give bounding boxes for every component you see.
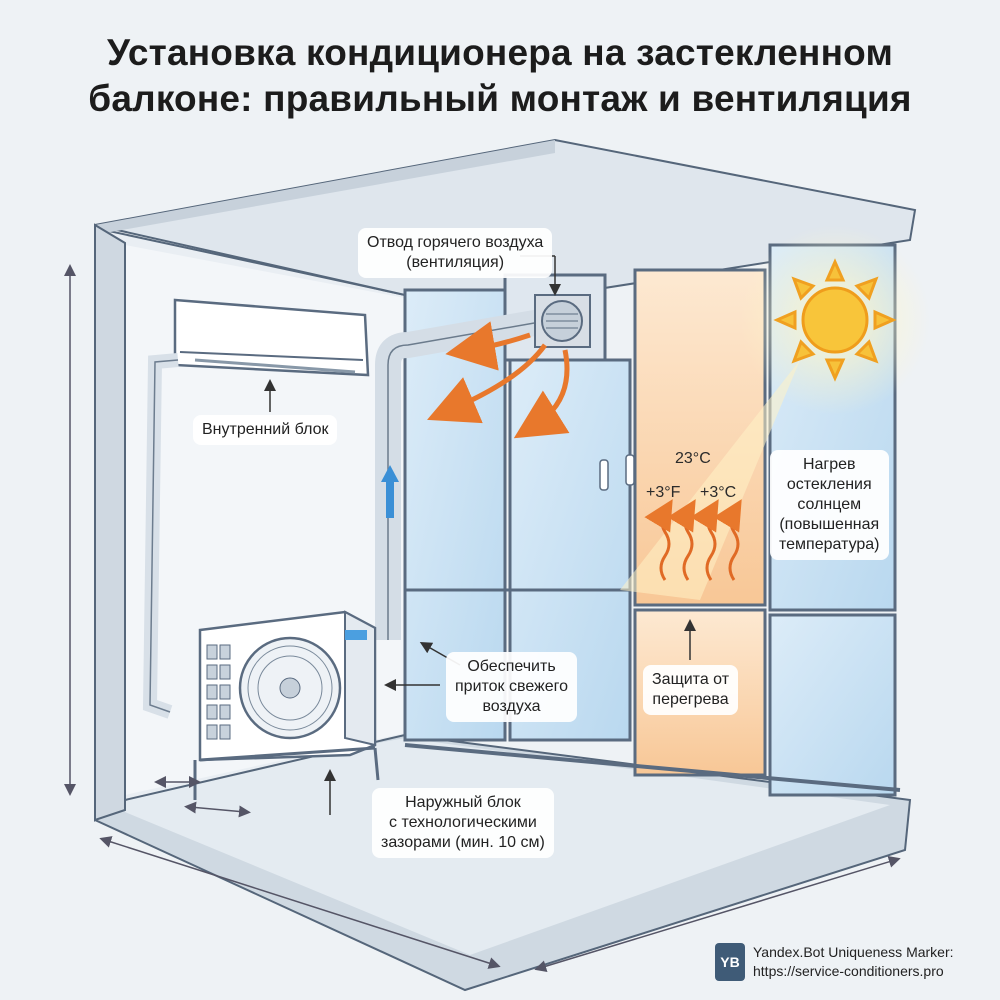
- page-title: Установка кондиционера на застекленном б…: [0, 30, 1000, 122]
- temperature-delta-f: +3°F: [646, 484, 681, 501]
- temperature-delta-c: +3°C: [700, 484, 737, 501]
- watermark-line-2: https://service-conditioners.pro: [753, 963, 944, 979]
- watermark-text: Yandex.Bot Uniqueness Marker: https://se…: [753, 943, 954, 981]
- vent-label-line-2: (вентиляция): [406, 254, 505, 271]
- overheat-line-2: перегрева: [652, 691, 729, 708]
- fresh-air-line-3: воздуха: [482, 698, 541, 715]
- solar-line-2: остекления: [786, 476, 872, 493]
- indoor-unit: [173, 298, 370, 377]
- vent-grille-icon: [534, 294, 591, 348]
- solar-line-4: (повышенная: [779, 516, 880, 533]
- watermark: YB Yandex.Bot Uniqueness Marker: https:/…: [715, 943, 995, 983]
- indoor-unit-label: Внутренний блок: [193, 415, 338, 445]
- vent-label: Отвод горячего воздуха (вентиляция): [358, 228, 553, 278]
- outdoor-unit-label: Наружный блок с технологическими зазорам…: [372, 788, 554, 858]
- outdoor-line-2: с технологическими: [389, 814, 537, 831]
- sun-icon: [773, 258, 897, 382]
- overheat-line-1: Защита от: [652, 671, 730, 688]
- fan-icon: [238, 636, 342, 740]
- watermark-logo: YB: [715, 943, 745, 981]
- title-line-1: Установка кондиционера на застекленном: [106, 32, 894, 73]
- exhaust-duct: [375, 309, 543, 640]
- solar-heat-label: Нагрев остекления солнцем (повышенная те…: [770, 450, 889, 560]
- vent-label-line-1: Отвод горячего воздуха: [367, 234, 544, 251]
- solar-line-5: температура): [779, 536, 880, 553]
- watermark-line-1: Yandex.Bot Uniqueness Marker:: [753, 944, 954, 960]
- heat-wave-icon: [644, 499, 742, 581]
- fresh-air-line-2: приток свежего: [455, 678, 569, 695]
- outdoor-unit: [193, 610, 380, 800]
- fresh-air-label: Обеспечить приток свежего воздуха: [446, 652, 578, 722]
- temperature-base: 23°C: [675, 450, 711, 467]
- outdoor-line-1: Наружный блок: [405, 794, 521, 811]
- overheat-label: Защита от перегрева: [643, 665, 739, 715]
- indoor-unit-label-text: Внутренний блок: [202, 421, 329, 438]
- outdoor-line-3: зазорами (мин. 10 см): [381, 834, 545, 851]
- fresh-air-line-1: Обеспечить: [467, 658, 556, 675]
- title-line-2: балконе: правильный монтаж и вентиляция: [88, 78, 912, 119]
- solar-line-1: Нагрев: [802, 456, 856, 473]
- solar-line-3: солнцем: [797, 496, 862, 513]
